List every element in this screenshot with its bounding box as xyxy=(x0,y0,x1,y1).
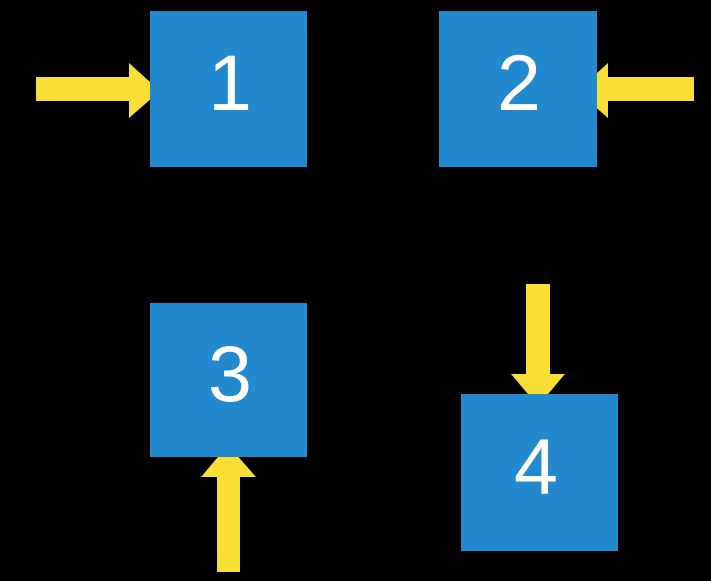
node-box-4[interactable] xyxy=(461,394,618,551)
node-label-3: 3 xyxy=(208,329,252,418)
arrow-into-node-3-icon xyxy=(201,445,256,572)
node-box-3[interactable] xyxy=(150,303,307,457)
arrow-into-node-1-icon xyxy=(36,63,160,118)
node-box-1[interactable] xyxy=(150,11,307,167)
node-box-2[interactable] xyxy=(439,11,597,167)
arrow-into-node-4-icon xyxy=(511,284,565,406)
node-label-2: 2 xyxy=(497,38,541,127)
node-label-1: 1 xyxy=(208,38,252,127)
node-label-4: 4 xyxy=(514,422,558,511)
